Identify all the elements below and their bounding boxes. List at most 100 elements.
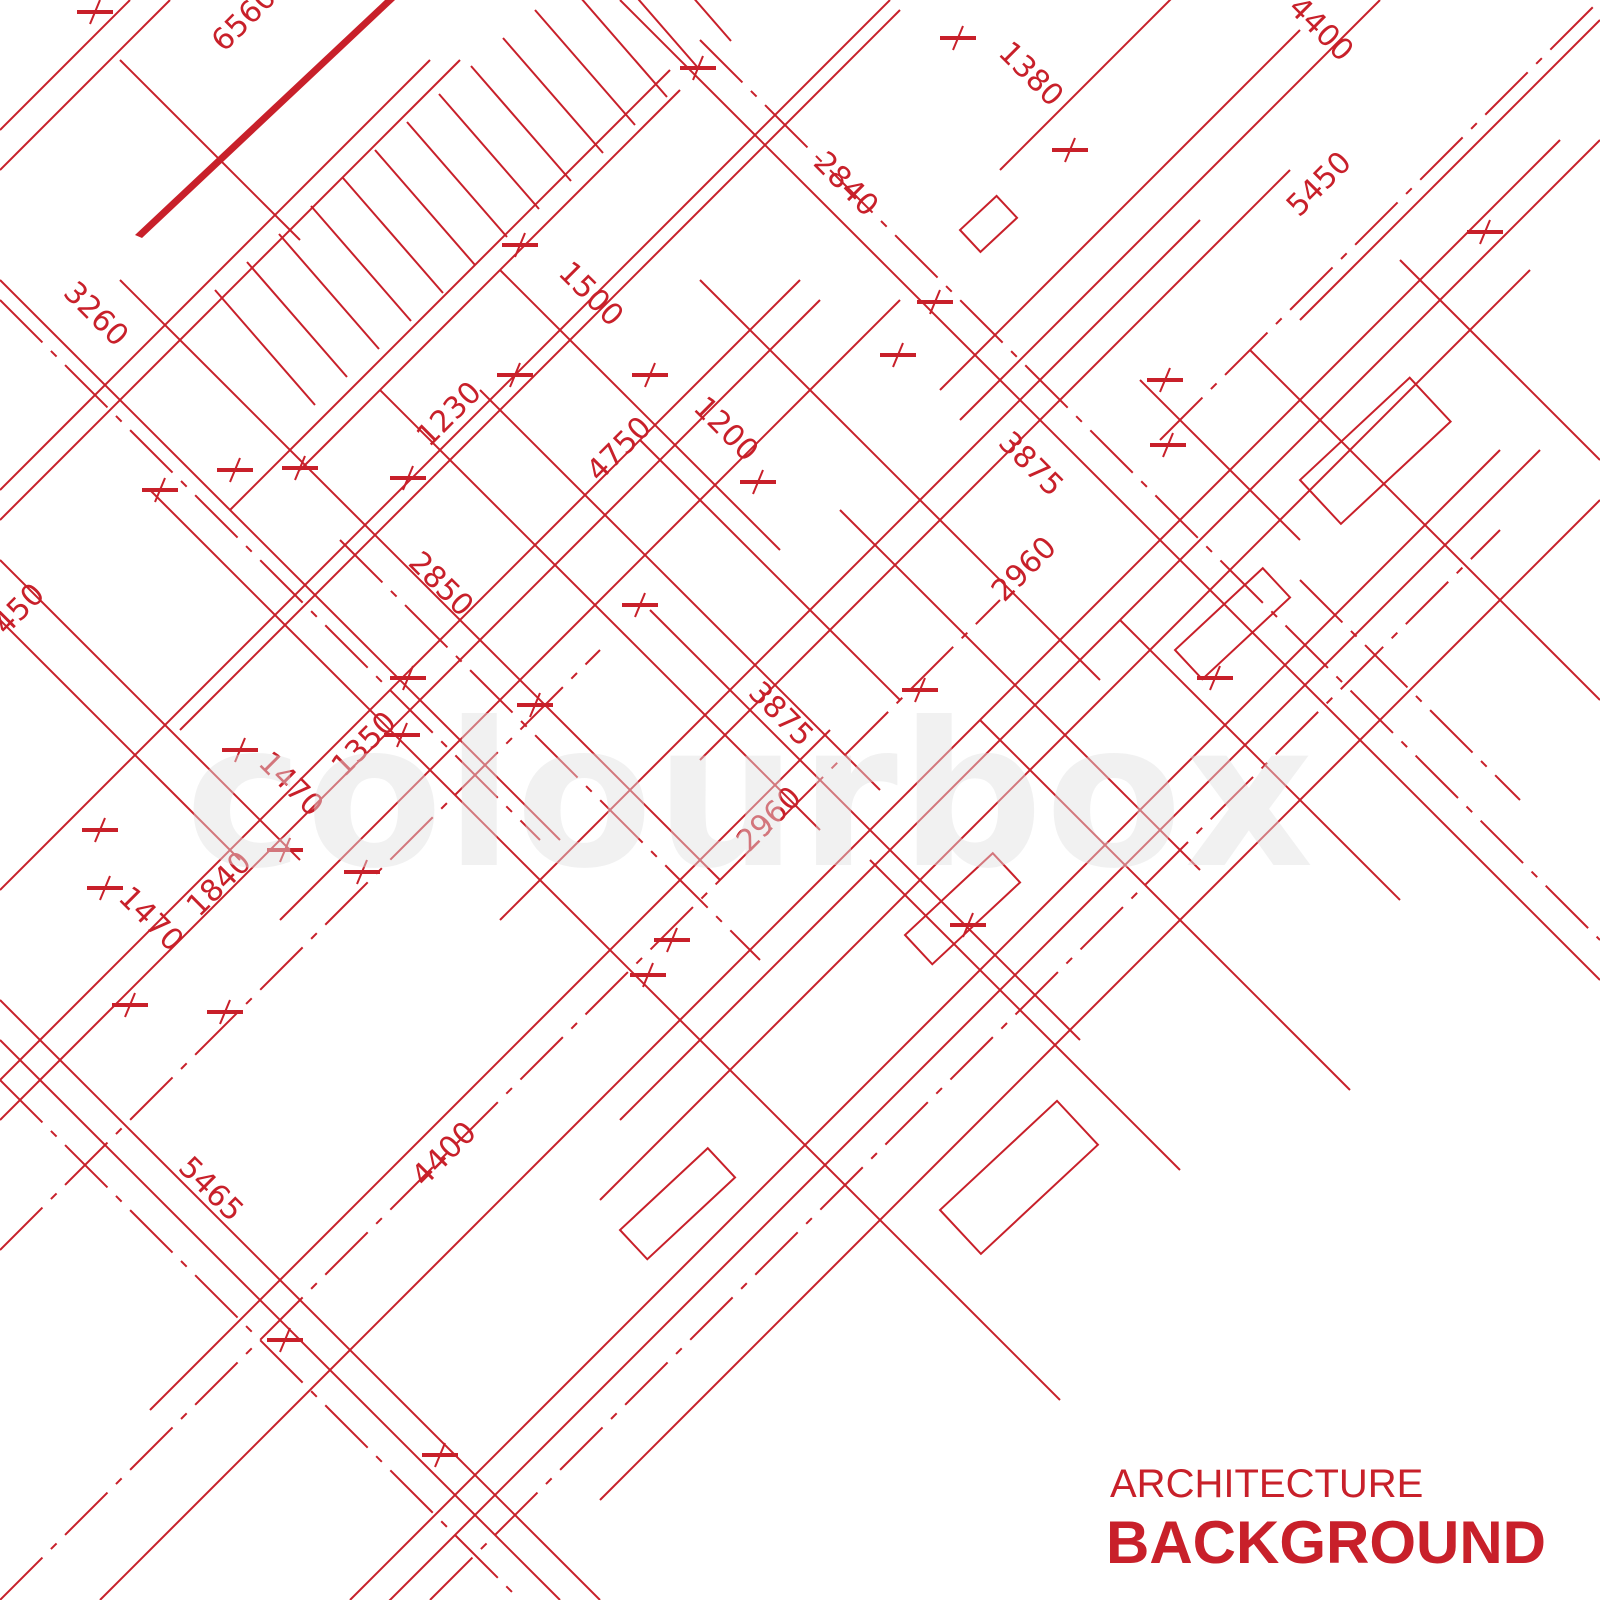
window-frame — [618, 1146, 737, 1261]
wall-line — [342, 177, 444, 294]
wall-line — [0, 999, 601, 1600]
wall-line — [294, 455, 306, 481]
dimension-label: 1500 — [551, 255, 630, 334]
wall-line — [892, 342, 904, 368]
dimension-label: 4400 — [405, 1115, 484, 1194]
wall-line — [634, 592, 646, 618]
wall-line — [619, 139, 1600, 1121]
wall-line — [402, 465, 414, 491]
wall-line — [299, 89, 681, 471]
wall-line — [1399, 259, 1600, 461]
wall-line — [0, 59, 461, 521]
wall-line — [234, 737, 246, 763]
wall-line — [509, 362, 521, 388]
wall-line — [402, 665, 414, 691]
wall-line — [499, 269, 781, 551]
wall-line — [952, 25, 964, 51]
wall-line — [1139, 379, 1301, 541]
wall-line — [0, 559, 301, 861]
wall-line — [0, 0, 131, 131]
wall-line — [529, 692, 541, 718]
wall-line — [214, 289, 316, 406]
wall-line — [939, 29, 1301, 391]
window-frame — [938, 1099, 1100, 1256]
wall-line — [1162, 432, 1174, 458]
wall-line — [479, 389, 881, 791]
wall-line — [1299, 19, 1600, 321]
wall-line — [434, 1442, 446, 1468]
wall-line — [94, 817, 106, 843]
wall-line — [649, 609, 1081, 1041]
wall-line — [499, 219, 1201, 921]
thick-wall — [135, 0, 395, 238]
dimension-label: 1380 — [991, 35, 1070, 114]
wall-line — [1159, 367, 1171, 393]
wall-line — [470, 65, 572, 182]
wall-line — [502, 37, 604, 154]
wall-line — [124, 992, 136, 1018]
axis-line — [1159, 0, 1600, 441]
wall-line — [694, 0, 732, 42]
wall-line — [219, 999, 231, 1025]
wall-line — [99, 875, 111, 901]
wall-line — [379, 389, 821, 831]
dimension-label: 6560 — [205, 0, 284, 59]
dimension-label: 450 — [0, 577, 52, 642]
axis-line — [0, 599, 1001, 1600]
dimension-label: 2840 — [806, 145, 885, 224]
watermark: colourbox — [185, 680, 1316, 913]
wall-line — [149, 729, 831, 1411]
wall-line — [374, 149, 476, 266]
wall-line — [356, 859, 368, 885]
wall-line — [642, 962, 654, 988]
wall-line — [929, 289, 941, 315]
title-architecture: ARCHITECTURE — [1110, 1462, 1424, 1506]
wall-line — [514, 232, 526, 258]
wall-line — [0, 59, 431, 491]
wall-line — [119, 59, 301, 241]
dimension-label: 5465 — [171, 1150, 250, 1229]
wall-line — [1119, 619, 1401, 901]
dimension-label: 1470 — [111, 880, 190, 959]
wall-line — [752, 469, 764, 495]
wall-line — [154, 477, 166, 503]
wall-line — [119, 279, 721, 881]
wall-line — [229, 457, 241, 483]
wall-line — [914, 677, 926, 703]
wall-line — [599, 499, 1600, 1501]
axis-line — [699, 39, 1600, 941]
dimension-label: 4750 — [580, 410, 659, 489]
wall-line — [1479, 219, 1491, 245]
wall-line — [639, 439, 901, 701]
dimension-label: 1200 — [686, 390, 765, 469]
wall-line — [279, 299, 901, 921]
wall-line — [99, 139, 1561, 1600]
wall-line — [979, 719, 1351, 1091]
wall-line — [666, 927, 678, 953]
wall-line — [534, 9, 636, 126]
wall-line — [149, 489, 1061, 1401]
wall-line — [229, 69, 671, 511]
wall-line — [0, 1039, 561, 1600]
wall-line — [0, 619, 241, 861]
wall-line — [999, 0, 1172, 171]
axis-line — [0, 649, 601, 1251]
axis-line — [339, 539, 761, 961]
axis-line — [1299, 579, 1521, 801]
wall-line — [310, 205, 412, 322]
wall-line — [0, 279, 561, 841]
wall-line — [619, 0, 1600, 981]
wall-line — [0, 0, 891, 891]
window-frame — [1173, 566, 1292, 681]
dimension-label: 5450 — [1280, 145, 1359, 224]
wall-line — [581, 0, 668, 98]
wall-line — [89, 0, 101, 25]
wall-line — [396, 722, 408, 748]
axis-line — [0, 299, 541, 841]
wall-line — [388, 449, 1541, 1600]
wall-line — [839, 509, 1201, 871]
axis-line — [0, 1079, 521, 1600]
title-background: BACKGROUND — [1106, 1509, 1546, 1576]
wall-line — [179, 9, 901, 731]
wall-line — [246, 261, 348, 378]
